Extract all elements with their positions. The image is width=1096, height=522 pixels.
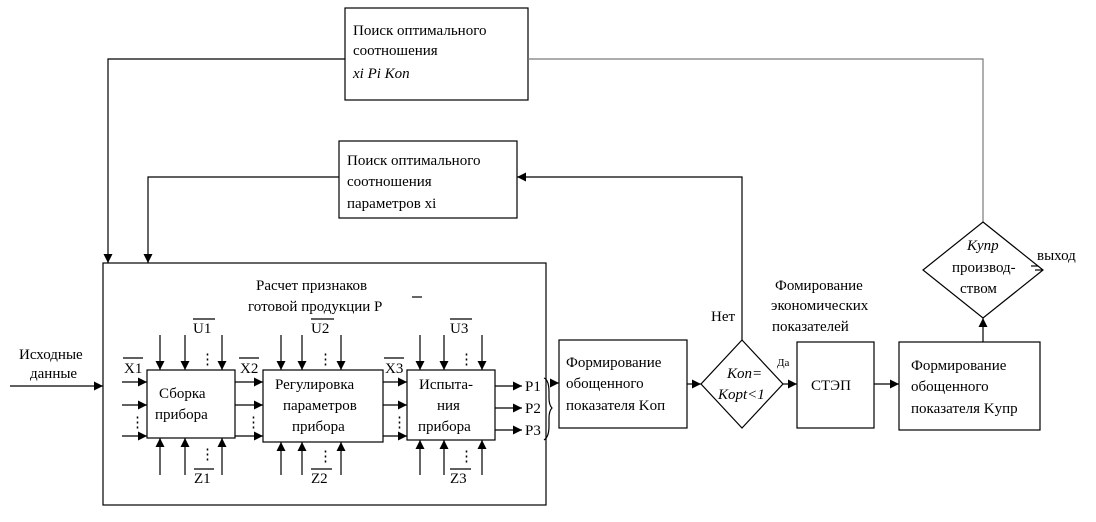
decision-line2: Kopt<1 — [717, 387, 765, 403]
testing-line1: Испыта- — [419, 377, 473, 393]
regulation-line3: прибора — [292, 419, 345, 435]
feedback-top-line-b — [103, 58, 345, 263]
reg-in-dots: ⋮ — [246, 415, 261, 431]
test-in-dots: ⋮ — [392, 415, 407, 431]
step-label: СТЭП — [811, 378, 851, 394]
search-mid-box — [338, 140, 518, 219]
testing-box — [406, 369, 496, 441]
econ-line3: показателей — [772, 319, 849, 335]
u3-label: U3 — [450, 321, 468, 337]
assembly-box — [146, 369, 236, 439]
z1-label: Z1 — [194, 471, 211, 487]
regulation-box — [262, 369, 384, 443]
econ-line2: экономических — [771, 298, 869, 314]
prod-diamond — [922, 221, 1044, 319]
econ-line1: Фомирование — [775, 278, 863, 294]
calc-line2: готовой продукции P — [248, 299, 382, 315]
regulation-line1: Регулировка — [275, 377, 354, 393]
input-line1: Исходные — [19, 347, 83, 363]
decision-diamond — [700, 339, 784, 429]
p-brace — [543, 377, 553, 441]
x2-label: X2 — [240, 361, 258, 377]
prod-line2: производ- — [952, 260, 1016, 276]
search-mid-line2: соотношения — [347, 174, 432, 190]
output-label: выход — [1037, 248, 1076, 264]
search-top-line2: соотношения — [353, 43, 438, 59]
u3-dots: ⋮ — [459, 352, 474, 368]
step-box — [796, 341, 875, 429]
form-kop-line1: Формирование — [566, 355, 662, 371]
u2-label: U2 — [311, 321, 329, 337]
x1-label: X1 — [124, 361, 142, 377]
x3-label: X3 — [385, 361, 403, 377]
z2-dots: ⋮ — [318, 449, 333, 465]
form-kupr-line2: обощенного — [911, 379, 989, 395]
testing-line2: ния — [437, 398, 460, 414]
form-kupr-line3: показателя Kупр — [911, 401, 1018, 417]
mid-to-main-line — [143, 176, 339, 263]
p1-label: P1 — [525, 379, 541, 395]
prod-line1: Kупр — [966, 238, 999, 254]
assembly-in-dots: ⋮ — [130, 415, 145, 431]
search-mid-line1: Поиск оптимального — [347, 153, 480, 169]
decision-no-label: Нет — [711, 309, 735, 325]
z3-dots: ⋮ — [459, 449, 474, 465]
z1-dots: ⋮ — [200, 447, 215, 463]
z3-label: Z3 — [450, 471, 467, 487]
u1-dots: ⋮ — [200, 352, 215, 368]
z2-label: Z2 — [311, 471, 328, 487]
input-line2: данные — [30, 366, 77, 382]
u1-label: U1 — [193, 321, 211, 337]
calc-line1: Расчет признаков — [256, 278, 367, 294]
p3-label: P3 — [525, 423, 541, 439]
search-top-line1: Поиск оптимального — [353, 23, 486, 39]
regulation-line2: параметров — [283, 398, 357, 414]
search-top-line3: xi Pi Kоп — [352, 66, 410, 82]
net-loop-line — [517, 172, 743, 340]
feedback-top-line-a — [528, 58, 984, 222]
decision-yes-label: Да — [777, 357, 790, 369]
testing-line3: прибора — [418, 419, 471, 435]
search-mid-line3: параметров xi — [347, 196, 436, 212]
search-top-box — [344, 7, 529, 101]
decision-line1: Kоп= — [726, 366, 762, 382]
u2-dots: ⋮ — [318, 352, 333, 368]
assembly-line1: Сборка — [159, 386, 206, 402]
form-kupr-box — [898, 341, 1041, 431]
form-kop-line3: показателя Kоп — [566, 398, 665, 414]
prod-line3: ством — [960, 281, 997, 297]
form-kupr-line1: Формирование — [911, 358, 1007, 374]
p2-label: P2 — [525, 401, 541, 417]
assembly-line2: прибора — [155, 407, 208, 423]
form-kop-line2: обощенного — [566, 376, 644, 392]
